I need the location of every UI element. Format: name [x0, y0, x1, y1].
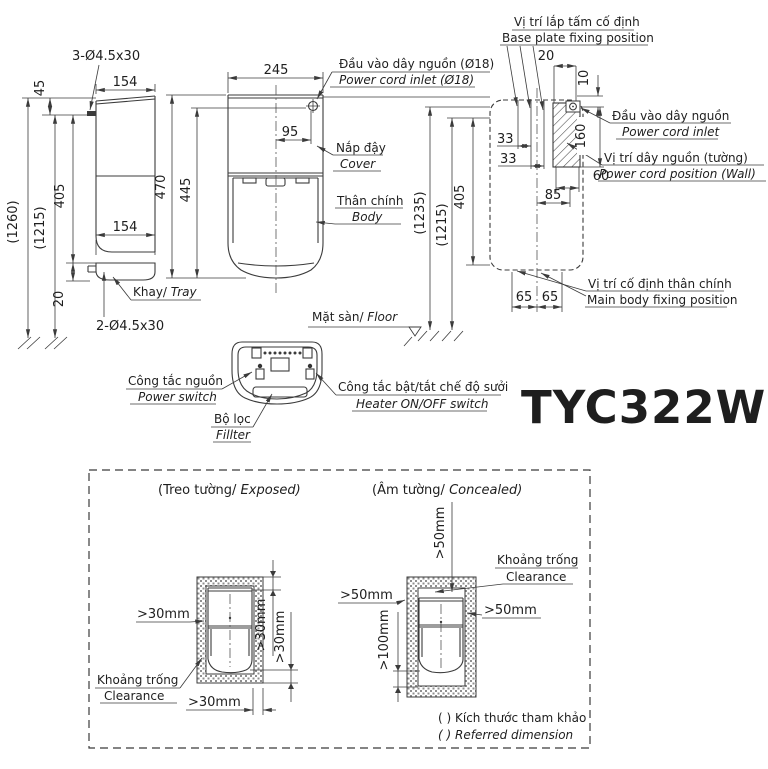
installation-dashed-border [88, 469, 591, 749]
exposed-sensor-dot [228, 616, 232, 620]
side-view: 154 45 (1260) (1215) 405 20 154 3-Ø4.5x3… [6, 49, 201, 350]
exposed-clearance-label-en: Clearance [104, 689, 164, 703]
concealed-diagram: >50mm >50mm >50mm >100mm Khoảng trống Cl… [338, 502, 578, 702]
section-dimension-lines [425, 29, 766, 330]
section-body-dashed-outline [489, 99, 584, 271]
dim-1235: (1235) [413, 191, 428, 234]
label-holes-top: 3-Ø4.5x30 [72, 49, 140, 64]
exposed-clearance-label-vn: Khoảng trống [97, 673, 178, 687]
front-view-outline [227, 94, 324, 279]
dim-85: 85 [545, 188, 562, 203]
dim-33b: 33 [500, 152, 517, 167]
exposed-clearance-right-bottom: >30mm [273, 611, 288, 664]
dim-405-right: 405 [453, 185, 468, 210]
exposed-outside-arrows [270, 571, 294, 689]
concealed-clearance-bottom: >100mm [377, 609, 392, 670]
model-number: TYC322W [521, 381, 766, 434]
exposed-title: (Treo tường/ Exposed) [158, 483, 301, 498]
mounting-hole-mark [87, 111, 96, 116]
note-referred-dimension-en: ( ) Referred dimension [438, 728, 573, 742]
side-view-outline [87, 95, 156, 281]
label-cordinlet-en: Power cord inlet [622, 125, 720, 139]
installation-box: (Treo tường/ Exposed) (Âm tường/ Conceal… [88, 469, 591, 749]
dim-160-backing [577, 117, 594, 155]
dim-10: 10 [577, 70, 592, 87]
concealed-wall [406, 576, 477, 698]
exposed-clearance-left: >30mm [137, 607, 190, 622]
dim-445: 445 [179, 178, 194, 203]
dim-20-left: 20 [52, 291, 67, 308]
dim-65a: 65 [516, 290, 533, 305]
label-bodyfix-en: Main body fixing position [587, 293, 738, 307]
floor-hatch [403, 330, 464, 347]
label-heater-switch-vn: Công tắc bật/tắt chế độ sưởi [338, 380, 508, 394]
label-cord-inlet-vn: Đầu vào dây nguồn (Ø18) [339, 57, 494, 71]
concealed-clearance-right: >50mm [484, 603, 537, 618]
section-view: 160 20 10 33 33 60 85 (1235) (1215) 405 … [413, 15, 766, 330]
concealed-clearance-top: >50mm [433, 507, 448, 560]
label-heater-switch-en: Heater ON/OFF switch [356, 397, 488, 411]
bottom-view-leaders [126, 371, 501, 443]
louver-dots [263, 351, 302, 355]
dim-470: 470 [154, 175, 169, 200]
label-cordwall-en: Power cord position (Wall) [599, 167, 756, 181]
concealed-clearance-label-en: Clearance [506, 570, 566, 584]
label-cover-en: Cover [340, 157, 376, 171]
heater-switch-symbol [305, 363, 315, 380]
dim-45: 45 [33, 80, 48, 97]
front-view: 245 95 470 445 Đầu vào dây nguồn (Ø18) P… [154, 57, 494, 296]
label-power-switch-vn: Công tắc nguồn [128, 374, 223, 388]
dim-1260: (1260) [6, 200, 21, 243]
label-body-en: Body [352, 210, 383, 224]
concealed-clearance-label-vn: Khoảng trống [497, 553, 578, 567]
dim-154-tray: 154 [113, 220, 138, 235]
bottom-view: Công tắc nguồn Power switch Công tắc bật… [126, 341, 508, 443]
exposed-unit-outline [207, 587, 253, 674]
dim-60: 60 [593, 169, 610, 184]
label-cover-vn: Nắp đậy [336, 141, 386, 155]
dim-1215-left: (1215) [33, 206, 48, 249]
exposed-clearance-bottom: >30mm [188, 695, 241, 710]
power-switch-symbol [255, 363, 265, 380]
concealed-outside-arrows [395, 665, 401, 693]
concealed-title: (Âm tường/ Concealed) [372, 482, 522, 498]
label-cordwall-vn: Vị trí dây nguồn (tường) [604, 151, 748, 165]
label-holes-tray: 2-Ø4.5x30 [96, 319, 164, 334]
power-cord-inlet-hole [306, 99, 320, 113]
concealed-sensor-dot [439, 620, 443, 624]
label-body-vn: Thân chính [336, 194, 403, 208]
label-floor: Mặt sàn/ Floor [312, 310, 398, 324]
front-view-dimension-lines [166, 71, 490, 279]
section-fixing-ticks [517, 100, 545, 117]
label-cord-inlet-en: Power cord inlet (Ø18) [339, 73, 474, 87]
label-power-switch-en: Power switch [138, 390, 217, 404]
dim-65b: 65 [542, 290, 559, 305]
concealed-clearance-left: >50mm [340, 588, 393, 603]
floor: Mặt sàn/ Floor [308, 310, 464, 347]
label-bodyfix-vn: Vị trí cố định thân chính [588, 277, 732, 291]
dim-33a: 33 [497, 132, 514, 147]
label-filter-en: Fillter [216, 428, 251, 442]
base-plate [552, 100, 581, 168]
exposed-clearance-right-top: >30mm [254, 599, 269, 652]
label-baseplate-en: Base plate fixing position [502, 31, 654, 45]
dim-154-top: 154 [113, 75, 138, 90]
label-filter-vn: Bộ lọc [214, 412, 251, 426]
dim-20-plate: 20 [538, 49, 555, 64]
label-tray: Khay/ Tray [133, 285, 197, 299]
dim-95: 95 [282, 125, 299, 140]
floor-datum-triangle [408, 326, 422, 337]
dim-405-left: 405 [53, 184, 68, 209]
side-view-dimension-lines [17, 64, 201, 350]
dim-160: 160 [574, 124, 589, 149]
dim-245: 245 [264, 63, 289, 78]
bottom-view-outline [231, 341, 323, 405]
dim-1215-right: (1215) [435, 203, 450, 246]
label-cordinlet-vn: Đầu vào dây nguồn [612, 109, 729, 123]
exposed-diagram: >30mm >30mm >30mm >30mm Khoảng trống Cle… [95, 560, 298, 715]
note-referred-dimension-vn: ( ) Kích thước tham khảo [438, 711, 586, 725]
label-baseplate-vn: Vị trí lắp tấm cố định [514, 15, 640, 29]
